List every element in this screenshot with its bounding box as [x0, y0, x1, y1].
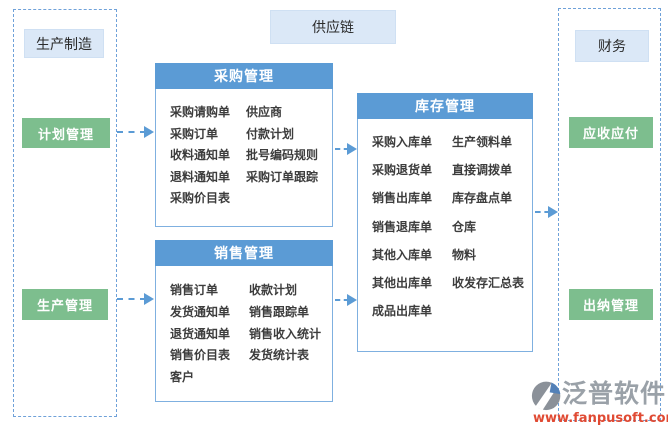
arrow-shaft: [335, 299, 349, 301]
module-sales-body: 销售订单 发货通知单 退货通知单 销售价目表 客户 收款计划 销售跟踪单 销售收…: [156, 266, 332, 387]
module-procurement: 采购管理 采购请购单 采购订单 收料通知单 退料通知单 采购价目表 供应商 付款…: [155, 63, 333, 227]
arrow-production-to-sales: [117, 293, 154, 305]
production-stage-title: 生产制造: [36, 36, 92, 53]
list-item: 采购入库单: [372, 134, 433, 149]
production-stage-container: [13, 9, 117, 417]
supply-chain-banner: 供应链: [270, 10, 396, 44]
arrow-shaft: [335, 148, 349, 150]
arrow-head-icon: [347, 294, 357, 306]
fanpu-logo-icon: [531, 380, 561, 411]
list-item: 采购请购单: [170, 105, 231, 120]
module-sales-col2: 收款计划 销售跟踪单 销售收入统计 发货统计表: [249, 279, 321, 387]
arrow-head-icon: [144, 126, 154, 138]
node-plan-management-label: 计划管理: [37, 127, 94, 143]
production-stage-label-box: 生产制造: [24, 29, 104, 58]
module-procurement-col2: 供应商 付款计划 批号编码规则 采购订单跟踪: [246, 101, 318, 209]
list-item: 物料: [452, 247, 477, 262]
arrow-plan-to-procurement: [117, 126, 154, 138]
module-procurement-body: 采购请购单 采购订单 收料通知单 退料通知单 采购价目表 供应商 付款计划 批号…: [156, 89, 332, 209]
list-item: 生产领料单: [452, 134, 513, 149]
list-item: 发货通知单: [170, 305, 231, 320]
arrow-head-icon: [347, 143, 357, 155]
list-item: 采购退货单: [372, 162, 433, 177]
list-item: 收发存汇总表: [452, 276, 525, 291]
list-item: 发货统计表: [249, 348, 310, 363]
list-item: 其他出库单: [372, 276, 433, 291]
list-item: 销售跟踪单: [249, 305, 310, 320]
list-item: 销售收入统计: [249, 326, 322, 341]
module-procurement-header: 采购管理: [155, 63, 333, 89]
list-item: 采购订单跟踪: [246, 169, 319, 184]
list-item: 仓库: [452, 219, 477, 234]
node-plan-management: 计划管理: [22, 118, 110, 148]
node-production-management: 生产管理: [22, 289, 108, 320]
module-sales: 销售管理 销售订单 发货通知单 退货通知单 销售价目表 客户 收款计划 销售跟踪…: [155, 240, 333, 402]
finance-stage-title: 财务: [598, 39, 626, 55]
list-item: 收料通知单: [170, 148, 231, 163]
fanpu-brand-text: 泛普软件: [562, 379, 667, 408]
node-cashier-management: 出纳管理: [569, 289, 653, 320]
node-cashier-management-label: 出纳管理: [582, 299, 639, 314]
list-item: 成品出库单: [372, 304, 433, 319]
finance-stage-container: [558, 8, 661, 421]
list-item: 退料通知单: [170, 169, 231, 184]
list-item: 付款计划: [246, 126, 295, 141]
list-item: 采购订单: [170, 126, 219, 141]
arrow-shaft: [117, 298, 146, 300]
list-item: 采购价目表: [170, 191, 231, 206]
list-item: 销售订单: [170, 283, 219, 298]
supply-chain-title: 供应链: [312, 20, 354, 36]
arrow-head-icon: [144, 293, 154, 305]
node-receivable-payable: 应收应付: [569, 117, 653, 148]
list-item: 退货通知单: [170, 326, 231, 341]
list-item: 库存盘点单: [452, 191, 513, 206]
arrow-shaft: [117, 131, 146, 133]
arrow-head-icon: [548, 206, 558, 218]
module-inventory-col1: 采购入库单 采购退货单 销售出库单 销售退库单 其他入库单 其他出库单 成品出库…: [372, 127, 452, 325]
list-item: 收款计划: [249, 283, 298, 298]
list-item: 直接调拨单: [452, 162, 513, 177]
list-item: 销售价目表: [170, 348, 231, 363]
list-item: 客户: [170, 370, 195, 385]
arrow-shaft: [535, 211, 550, 213]
arrow-inventory-to-finance: [535, 206, 558, 218]
list-item: 销售出库单: [372, 191, 433, 206]
finance-stage-label-box: 财务: [575, 30, 649, 62]
fanpu-url-link[interactable]: www.fanpusoft.com: [533, 411, 668, 426]
list-item: 其他入库单: [372, 247, 433, 262]
arrow-sales-to-inventory: [335, 294, 357, 306]
node-receivable-payable-label: 应收应付: [582, 127, 639, 142]
module-inventory-header: 库存管理: [357, 93, 533, 119]
module-inventory-body: 采购入库单 采购退货单 销售出库单 销售退库单 其他入库单 其他出库单 成品出库…: [358, 119, 532, 325]
list-item: 供应商: [246, 105, 283, 120]
list-item: 销售退库单: [372, 219, 433, 234]
list-item: 批号编码规则: [246, 148, 319, 163]
module-inventory-col2: 生产领料单 直接调拨单 库存盘点单 仓库 物料 收发存汇总表: [452, 127, 524, 325]
node-production-management-label: 生产管理: [36, 299, 93, 314]
module-sales-header: 销售管理: [155, 240, 333, 266]
module-inventory: 库存管理 采购入库单 采购退货单 销售出库单 销售退库单 其他入库单 其他出库单…: [357, 93, 533, 352]
module-sales-col1: 销售订单 发货通知单 退货通知单 销售价目表 客户: [170, 279, 249, 387]
arrow-procurement-to-inventory: [335, 143, 357, 155]
fanpu-watermark: 泛普软件 www.fanpusoft.com: [531, 374, 668, 426]
module-procurement-col1: 采购请购单 采购订单 收料通知单 退料通知单 采购价目表: [170, 101, 246, 209]
